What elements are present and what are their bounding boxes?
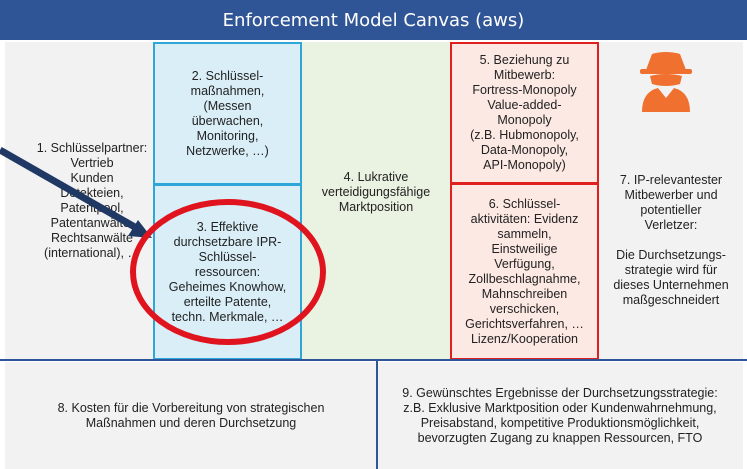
- section-divider: [0, 359, 747, 361]
- cell-key-activities: 6. Schlüssel- aktivitäten: Evidenz samme…: [450, 183, 599, 360]
- cell-key-partners: 1. Schlüsselpartner: Vertrieb Kunden Det…: [5, 42, 153, 360]
- cell-costs: 8. Kosten für die Vorbereitung von strat…: [5, 362, 377, 469]
- cell-market-position: 4. Lukrative verteidigungsfähige Marktpo…: [302, 42, 450, 360]
- cell-competitor-relation: 5. Beziehung zu Mitbewerb: Fortress-Mono…: [450, 42, 599, 184]
- cell-desired-results: 9. Gewünschtes Ergebnisse der Durchsetzu…: [377, 362, 743, 469]
- spy-icon: [640, 52, 692, 112]
- canvas-title: Enforcement Model Canvas (aws): [0, 0, 747, 40]
- cell-key-resources: 3. Effektive durchsetzbare IPR- Schlüsse…: [153, 184, 302, 360]
- bottom-divider: [376, 361, 378, 469]
- cell-key-measures: 2. Schlüssel- maßnahmen, (Messen überwac…: [153, 42, 302, 185]
